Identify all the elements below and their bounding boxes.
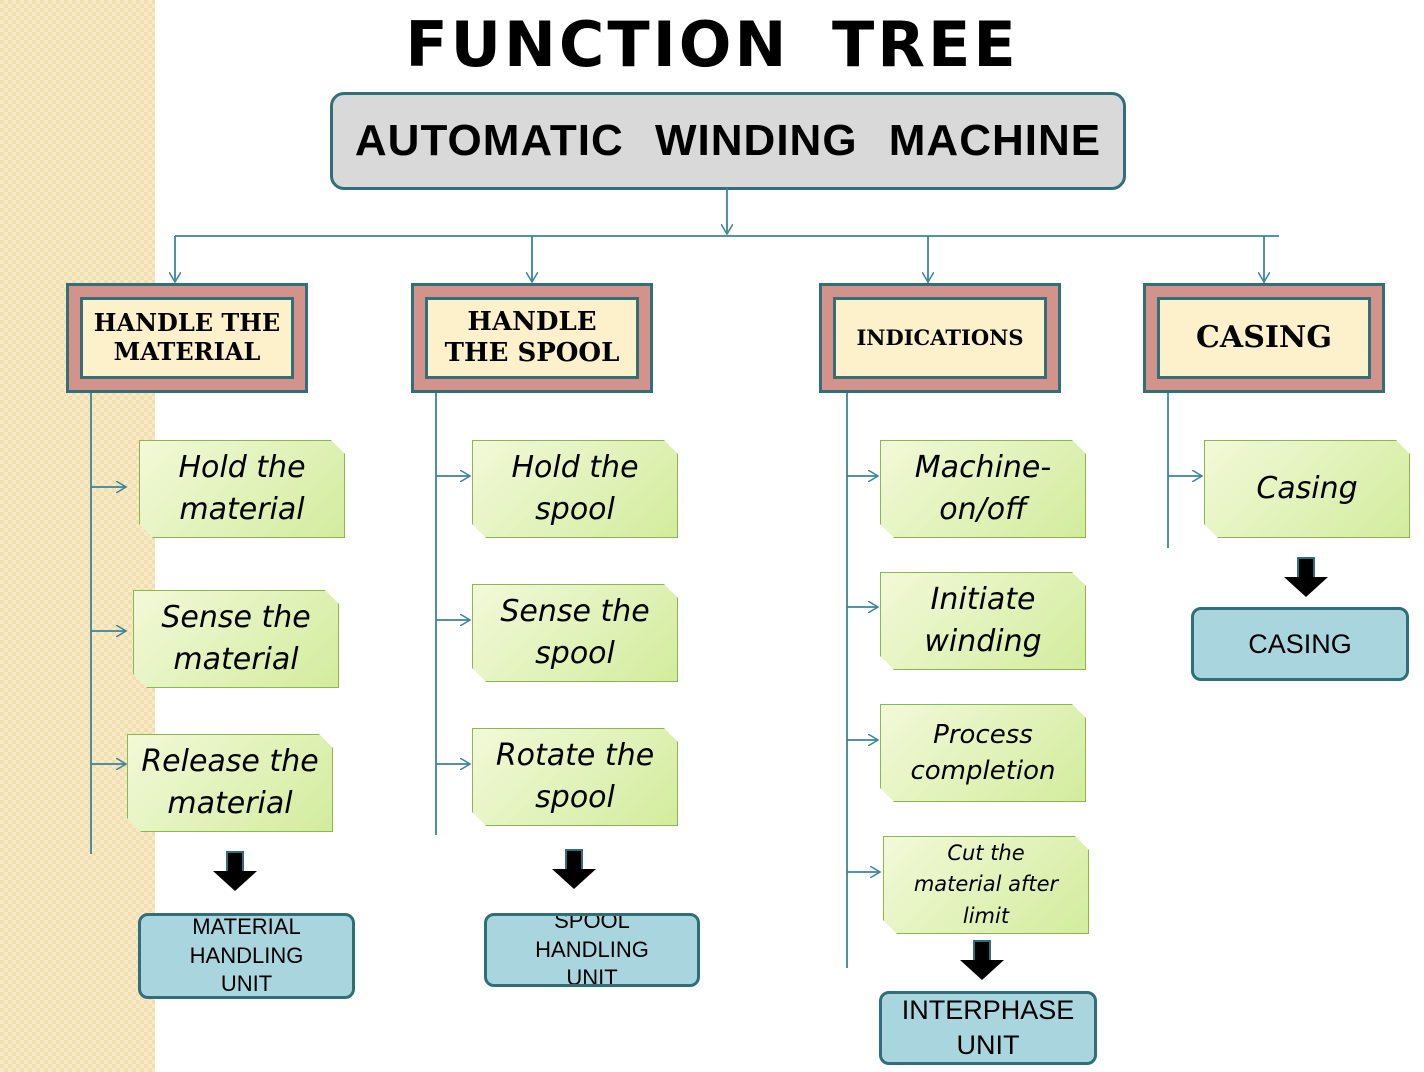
function-label: Machine- on/off xyxy=(914,450,1052,527)
decorative-side-strip xyxy=(0,0,155,1072)
function-initiate-winding: Initiate winding xyxy=(880,572,1086,670)
category-label: CASING xyxy=(1157,297,1371,379)
function-hold-the-material: Hold the material xyxy=(139,440,345,538)
function-machine-on-off: Machine- on/off xyxy=(880,440,1086,538)
category-handle-the-material: HANDLE THE MATERIAL xyxy=(66,283,308,393)
page-title: FUNCTION TREE xyxy=(405,8,1019,81)
unit-material-handling: MATERIAL HANDLING UNIT xyxy=(138,913,355,999)
function-sense-the-material: Sense the material xyxy=(133,590,339,688)
function-cut-the-material-after-limit: Cut the material after limit xyxy=(883,836,1089,934)
root-node-automatic-winding-machine: AUTOMATIC WINDING MACHINE xyxy=(330,92,1126,190)
function-sense-the-spool: Sense the spool xyxy=(472,584,678,682)
unit-casing: CASING xyxy=(1191,607,1409,681)
unit-spool-handling: SPOOL HANDLING UNIT xyxy=(484,913,700,987)
category-indications: INDICATIONS xyxy=(819,283,1061,393)
function-label: Hold the spool xyxy=(511,450,639,527)
category-label: HANDLE THE SPOOL xyxy=(425,297,639,379)
category-handle-the-spool: HANDLE THE SPOOL xyxy=(411,283,653,393)
function-label: Hold the material xyxy=(178,450,306,527)
unit-interphase: INTERPHASE UNIT xyxy=(879,991,1097,1065)
function-process-completion: Process completion xyxy=(880,704,1086,802)
function-label: Cut the material after limit xyxy=(913,840,1059,928)
category-label: INDICATIONS xyxy=(833,297,1047,379)
function-label: Casing xyxy=(1256,471,1358,506)
function-label: Rotate the spool xyxy=(495,738,655,815)
function-casing: Casing xyxy=(1204,440,1410,538)
function-label: Sense the material xyxy=(161,600,311,677)
function-label: Release the material xyxy=(141,744,319,821)
function-rotate-the-spool: Rotate the spool xyxy=(472,728,678,826)
category-casing: CASING xyxy=(1143,283,1385,393)
function-label: Process completion xyxy=(910,719,1056,786)
category-label: HANDLE THE MATERIAL xyxy=(80,297,294,379)
function-hold-the-spool: Hold the spool xyxy=(472,440,678,538)
function-release-the-material: Release the material xyxy=(127,734,333,832)
function-label: Sense the spool xyxy=(500,594,650,671)
function-label: Initiate winding xyxy=(924,582,1042,659)
